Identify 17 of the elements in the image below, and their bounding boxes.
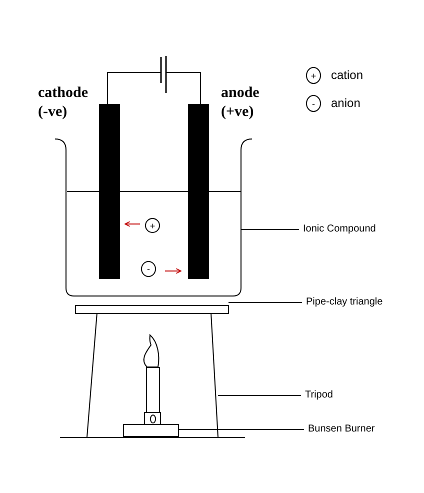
electrode-label: cathode (-ve) bbox=[38, 84, 88, 122]
legend-label: cation bbox=[331, 68, 364, 82]
ion-symbol: - bbox=[141, 261, 156, 277]
leader-label: Pipe-clay triangle bbox=[306, 296, 383, 308]
tripod-drawing bbox=[86, 312, 218, 438]
leader-label: Ionic Compound bbox=[303, 224, 376, 234]
legend-symbol: + bbox=[306, 67, 321, 84]
ion-symbol: + bbox=[145, 218, 160, 233]
leader-line bbox=[218, 395, 302, 396]
leader-line bbox=[228, 302, 302, 303]
leader-line bbox=[178, 429, 304, 430]
legend-symbol: - bbox=[306, 95, 321, 112]
legend-label: anion bbox=[331, 96, 360, 110]
leader-line bbox=[240, 229, 300, 230]
electrode-label: anode (+ve) bbox=[221, 84, 260, 122]
leader-label: Bunsen Burner bbox=[308, 424, 375, 434]
leader-label: Tripod bbox=[305, 390, 333, 400]
